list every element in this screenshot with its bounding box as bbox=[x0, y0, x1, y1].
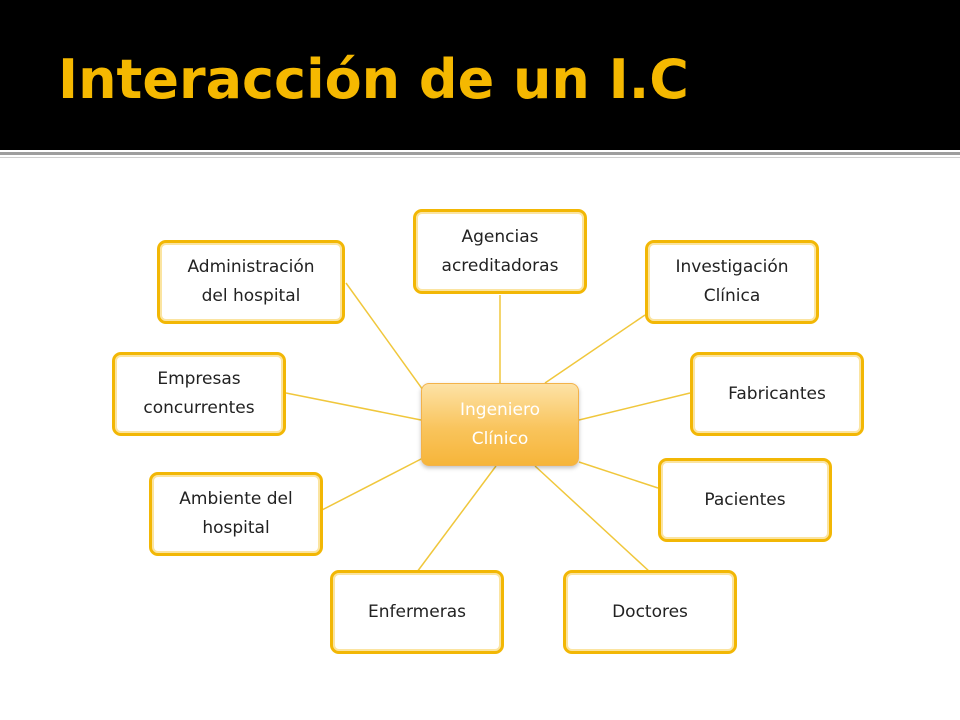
node-label: Empresas concurrentes bbox=[143, 369, 255, 418]
node-label: Ambiente del hospital bbox=[179, 489, 293, 538]
connector-enfermeras bbox=[416, 465, 497, 573]
slide-title: Interacción de un I.C bbox=[58, 48, 689, 111]
node-agencias: Agencias acreditadoras bbox=[413, 209, 587, 294]
connector-investigacion bbox=[544, 314, 646, 384]
node-label: Doctores bbox=[612, 601, 688, 622]
node-enfermeras: Enfermeras bbox=[330, 570, 504, 654]
node-label: Enfermeras bbox=[368, 601, 466, 622]
node-pacientes: Pacientes bbox=[658, 458, 832, 542]
connector-administracion bbox=[345, 282, 424, 391]
connector-doctores bbox=[534, 465, 651, 573]
node-label: Administración del hospital bbox=[187, 257, 315, 306]
node-label: Agencias acreditadoras bbox=[441, 226, 559, 276]
connector-fabricantes bbox=[578, 392, 691, 421]
connector-ambiente bbox=[321, 457, 424, 511]
connector-empresas bbox=[285, 392, 422, 421]
node-administracion: Administración del hospital bbox=[157, 240, 345, 324]
title-divider bbox=[0, 152, 960, 155]
hub-ingeniero-clinico: Ingeniero Clínico bbox=[421, 383, 579, 466]
node-label: Fabricantes bbox=[728, 383, 826, 404]
node-empresas: Empresas concurrentes bbox=[112, 352, 286, 436]
node-ambiente: Ambiente del hospital bbox=[149, 472, 323, 556]
node-label: Investigación Clínica bbox=[675, 257, 789, 306]
node-investigacion: Investigación Clínica bbox=[645, 240, 819, 324]
title-divider-thin bbox=[0, 157, 960, 158]
node-fabricantes: Fabricantes bbox=[690, 352, 864, 436]
hub-label: Ingeniero Clínico bbox=[459, 399, 540, 449]
connector-pacientes bbox=[578, 461, 659, 489]
title-bar: Interacción de un I.C bbox=[0, 0, 960, 150]
node-label: Pacientes bbox=[704, 489, 786, 510]
node-doctores: Doctores bbox=[563, 570, 737, 654]
